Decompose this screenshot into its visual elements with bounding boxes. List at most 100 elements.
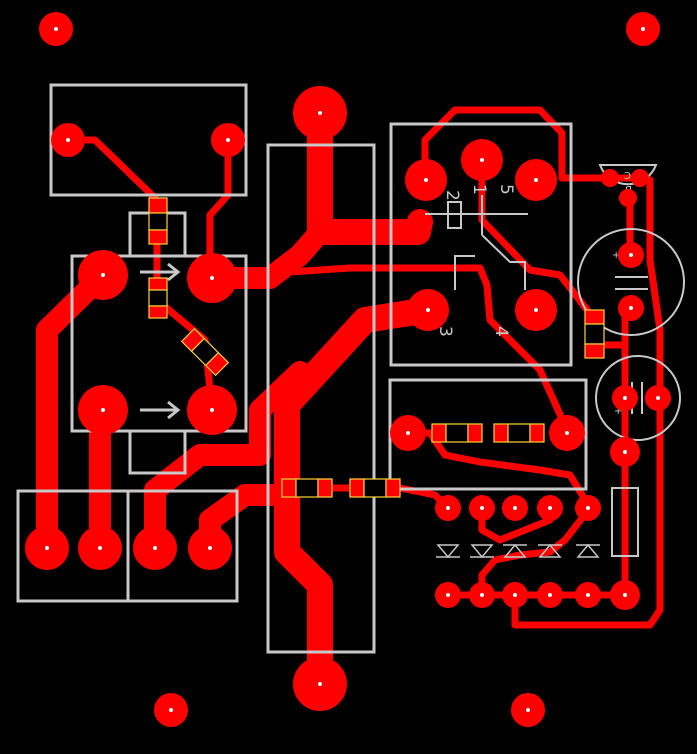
pad-transistor-1: [601, 169, 619, 187]
smd-pad-b: [584, 343, 605, 359]
smd-resistor-row-1: [431, 423, 483, 443]
smd-pad-b: [317, 478, 333, 498]
trace-top-right-pad: [206, 136, 232, 279]
capacitor-upper-outline: [577, 228, 685, 336]
tall-component-outline: [266, 143, 376, 654]
smd-components: [148, 197, 605, 498]
smd-pad-b: [148, 229, 168, 245]
relay-switch-symbol: [454, 255, 475, 290]
drill: [623, 396, 627, 400]
resistor-block-outline: [388, 378, 588, 491]
drill: [406, 431, 410, 435]
diode-5-symbol: [576, 543, 600, 558]
rectifier-tab-bottom: [128, 429, 187, 475]
smd-pad-a: [281, 478, 297, 498]
drill: [54, 27, 58, 31]
drill: [586, 593, 590, 597]
drill: [623, 450, 627, 454]
trace-relay-top-loop: [421, 106, 644, 184]
smd-body: [295, 478, 319, 498]
smd-pad-a: [493, 423, 509, 443]
drill: [534, 178, 538, 182]
smd-pad-b: [148, 305, 168, 319]
trace-top-left-pad: [64, 136, 161, 234]
drill: [210, 276, 214, 280]
smd-pad-a: [431, 423, 447, 443]
smd-pad-a: [148, 197, 168, 214]
drill: [623, 593, 627, 597]
diode-3-symbol: [503, 543, 527, 558]
trace-res-row: [403, 429, 594, 512]
smd-body: [445, 423, 469, 443]
arrow-upper-head: [167, 262, 181, 282]
smd-resistor-horizontal-2: [349, 478, 401, 498]
smd-pad-b: [529, 423, 545, 443]
smd-pad-a: [349, 478, 365, 498]
smd-body: [148, 289, 168, 307]
drill: [66, 138, 70, 142]
smd-resistor-top-left: [148, 197, 168, 245]
drill: [513, 506, 517, 510]
drill: [480, 593, 484, 597]
trace-transistor-right: [646, 176, 664, 334]
smd-pad-b: [467, 423, 483, 443]
drill: [629, 306, 633, 310]
pad-transistor-2: [631, 169, 649, 187]
drill: [534, 308, 538, 312]
drill: [45, 546, 49, 550]
smd-resistor-vertical-right: [584, 309, 605, 359]
relay-coil-symbol: [447, 201, 462, 229]
relay-pin-label-1: 1: [469, 184, 489, 195]
drill: [480, 158, 484, 162]
trace-bottom-loop: [511, 326, 664, 629]
smd-resistor-mid-left: [148, 277, 168, 319]
capacitor-upper-polarity: +: [612, 250, 620, 261]
drill: [641, 27, 645, 31]
smd-body: [584, 323, 605, 345]
drill: [318, 682, 322, 686]
smd-resistor-horizontal-1: [281, 478, 333, 498]
capacitor-lower-outline: [595, 355, 681, 441]
drill: [656, 396, 660, 400]
drill: [565, 431, 569, 435]
smd-body: [148, 212, 168, 231]
drill: [169, 708, 173, 712]
drill: [446, 593, 450, 597]
silkscreen: 2 1 5 3 4 E C B + +: [16, 83, 685, 654]
relay-pin-label-2: 2: [442, 190, 462, 201]
transistor-label-c: C: [624, 169, 631, 180]
drill: [480, 506, 484, 510]
smd-pad-a: [584, 309, 605, 325]
drill: [446, 506, 450, 510]
drill: [586, 506, 590, 510]
trace-relay-inner: [201, 264, 572, 436]
trace-left-vertical: [36, 264, 114, 559]
trace-top-pad-down: [307, 97, 433, 245]
trace-diode-loop: [478, 504, 594, 599]
drill: [98, 546, 102, 550]
drill: [526, 708, 530, 712]
smd-pad-b: [385, 478, 401, 498]
smd-body: [507, 423, 531, 443]
drill: [101, 408, 105, 412]
drill: [318, 111, 322, 115]
drill: [424, 178, 428, 182]
diode-2-symbol: [470, 544, 494, 559]
drill: [208, 546, 212, 550]
capacitor-lower-polarity: +: [614, 406, 622, 417]
drill: [226, 138, 230, 142]
drill: [153, 546, 157, 550]
drill: [513, 593, 517, 597]
relay-pin-labels: 2 1 5 3 4: [435, 184, 516, 337]
relay-pin-label-5: 5: [496, 184, 516, 195]
arrow-lower-head: [167, 400, 181, 420]
drill: [548, 506, 552, 510]
drill: [629, 253, 633, 257]
diode-4-symbol: [538, 543, 562, 558]
smd-pad-b: [204, 351, 230, 377]
drill: [210, 408, 214, 412]
relay-outline: [389, 122, 573, 367]
diode-symbols: [436, 543, 600, 559]
pads: [25, 12, 671, 727]
